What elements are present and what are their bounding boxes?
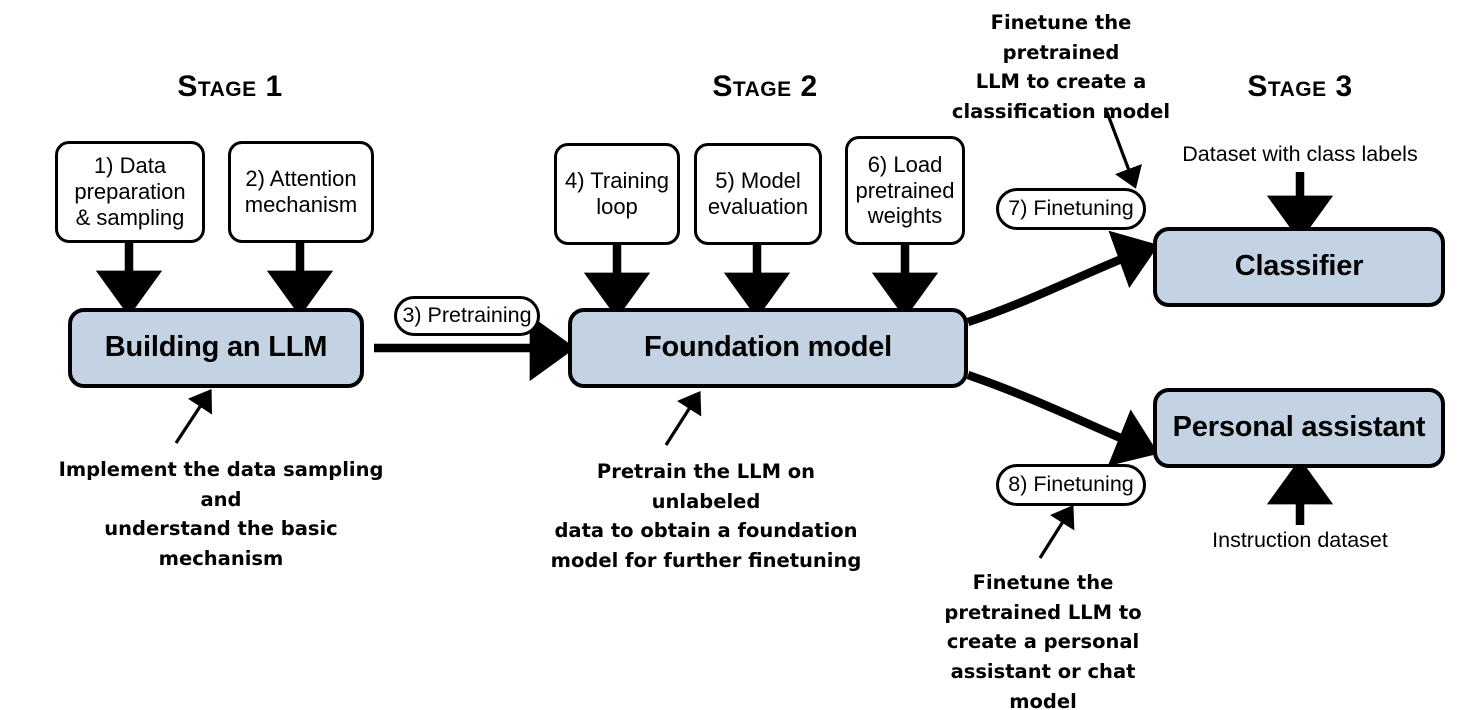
stage-title-3: Stage 3 [1247, 70, 1353, 103]
annotation-assistant-finetune: Finetune the pretrained LLM to create a … [944, 571, 1142, 710]
caption-instruction-dataset: Instruction dataset [1212, 528, 1388, 552]
stage-title-1: Stage 1 [177, 70, 283, 103]
step-box-2-attention-mechanism[interactable]: 2) Attention mechanism [228, 141, 374, 243]
box-foundation-model[interactable]: Foundation model [568, 308, 968, 388]
annotation-classification-model: Finetune the pretrained LLM to create a … [951, 11, 1171, 123]
box-classifier[interactable]: Classifier [1153, 227, 1445, 307]
step-box-5-model-evaluation[interactable]: 5) Model evaluation [694, 143, 822, 245]
stage-title-2: Stage 2 [712, 70, 818, 103]
step-box-1-data-preparation[interactable]: 1) Data preparation & sampling [55, 141, 205, 243]
pill-step-3-pretraining[interactable]: 3) Pretraining [394, 296, 540, 336]
pill-step-7-finetuning[interactable]: 7) Finetuning [996, 188, 1146, 230]
arrow-foundation-to-classifier [966, 230, 1159, 327]
step-box-4-training-loop[interactable]: 4) Training loop [554, 143, 680, 245]
leader-stage2-annotation [664, 390, 702, 446]
caption-dataset-with-class-labels: Dataset with class labels [1182, 142, 1418, 166]
leader-assistant-annotation [1038, 504, 1075, 559]
annotation-stage2-pretrain: Pretrain the LLM on unlabeled data to ob… [550, 460, 862, 572]
box-building-an-llm[interactable]: Building an LLM [68, 308, 364, 388]
box-personal-assistant[interactable]: Personal assistant [1153, 388, 1445, 468]
annotation-stage1-implement: Implement the data sampling and understa… [58, 458, 384, 570]
pill-step-8-finetuning[interactable]: 8) Finetuning [996, 464, 1146, 506]
arrow-foundation-to-assistant [966, 370, 1159, 467]
leader-stage1-annotation [174, 389, 212, 444]
step-box-6-load-pretrained-weights[interactable]: 6) Load pretrained weights [845, 136, 965, 245]
